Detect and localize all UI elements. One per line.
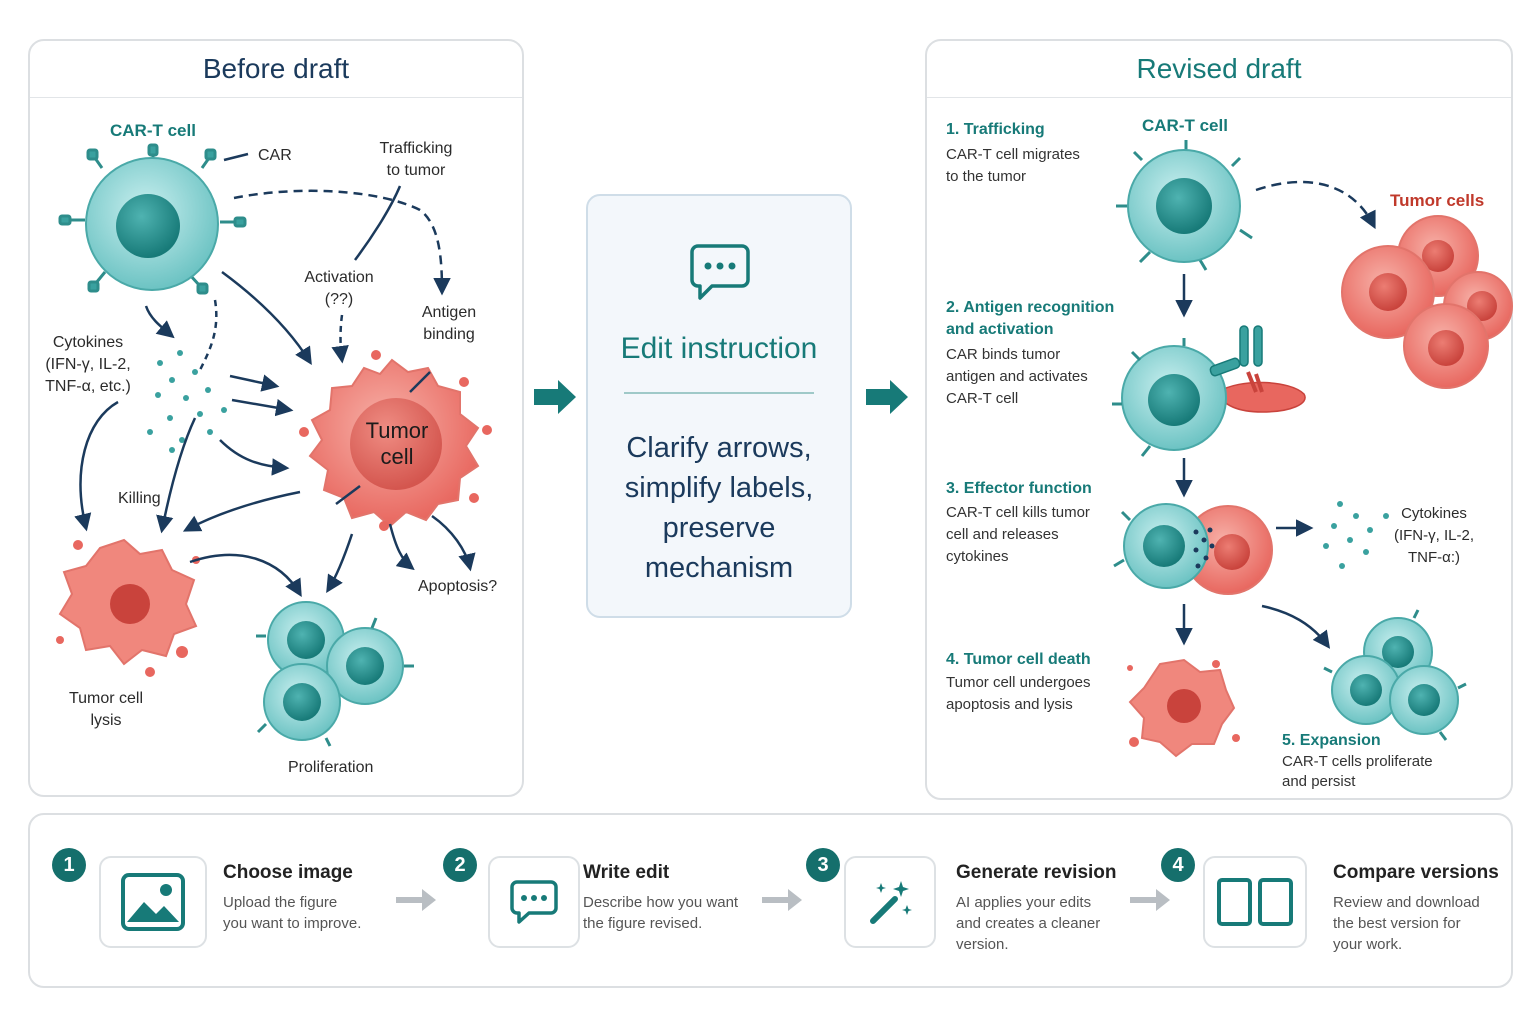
choose-image-button[interactable] [99, 856, 207, 948]
chat-icon [690, 244, 750, 300]
arrow-before-to-edit [534, 380, 576, 414]
before-cytokines-label: Cytokines(IFN-γ, IL-2,TNF-α, etc.) [45, 334, 131, 395]
tumor-lysis-graphic [56, 538, 200, 677]
image-icon [121, 873, 185, 931]
edit-instruction-title: Edit instruction [620, 332, 818, 365]
before-apoptosis-label: Apoptosis? [418, 578, 498, 595]
workflow-title-4: Compare versions [1333, 862, 1499, 883]
workflow-title-3: Generate revision [956, 862, 1117, 883]
revised-cytokines-label: Cytokines(IFN-γ, IL-2,TNF-α:) [1393, 505, 1474, 566]
step-number-1: 1 [52, 848, 86, 882]
chat-icon [510, 880, 558, 924]
car-t-cell-graphic [58, 143, 247, 295]
before-proliferation-label: Proliferation [288, 759, 374, 776]
proliferation-graphic [256, 601, 414, 747]
before-car-t-cell-label: CAR-T cell [110, 121, 196, 140]
effector-function-graphic [1113, 503, 1273, 595]
antigen-recognition-graphic [1112, 325, 1306, 457]
expansion-graphic [1323, 609, 1467, 741]
generate-revision-button[interactable] [844, 856, 936, 948]
step-number-3: 3 [806, 848, 840, 882]
step-number-2: 2 [443, 848, 477, 882]
tumor-cell-graphic [299, 350, 492, 531]
before-killing-label: Killing [118, 490, 161, 507]
before-draft-title: Before draft [30, 41, 522, 98]
workflow-title-2: Write edit [583, 862, 670, 883]
step-5-title: 5. Expansion [1282, 732, 1381, 749]
revised-tumor-cells-graphic [1341, 215, 1513, 389]
revised-draft-title: Revised draft [927, 41, 1511, 98]
revised-cytokine-dots [1323, 501, 1389, 569]
before-activation-label: Activation(??) [304, 269, 374, 308]
compare-versions-button[interactable] [1203, 856, 1307, 948]
arrow-edit-to-revised [866, 380, 908, 414]
before-car-label: CAR [258, 147, 292, 164]
tumor-cell-death-graphic [1127, 658, 1240, 758]
revised-car-t-cell-graphic [1116, 140, 1253, 271]
workflow-panel [28, 813, 1513, 988]
workflow-title-1: Choose image [223, 862, 353, 883]
write-edit-button[interactable] [488, 856, 580, 948]
step-number-4: 4 [1161, 848, 1195, 882]
revised-tumor-cells-label: Tumor cells [1390, 191, 1485, 210]
edit-instruction-card: Edit instruction Clarify arrows,simplify… [586, 194, 852, 618]
edit-divider [624, 392, 814, 394]
step-4-title: 4. Tumor cell death [946, 651, 1091, 668]
cytokine-dots [147, 350, 227, 453]
compare-icon [1217, 878, 1293, 926]
step-3-title: 3. Effector function [946, 480, 1092, 497]
step-1-title: 1. Trafficking [946, 121, 1045, 138]
revised-car-t-cell-label: CAR-T cell [1142, 116, 1228, 135]
magic-wand-icon [870, 881, 912, 924]
